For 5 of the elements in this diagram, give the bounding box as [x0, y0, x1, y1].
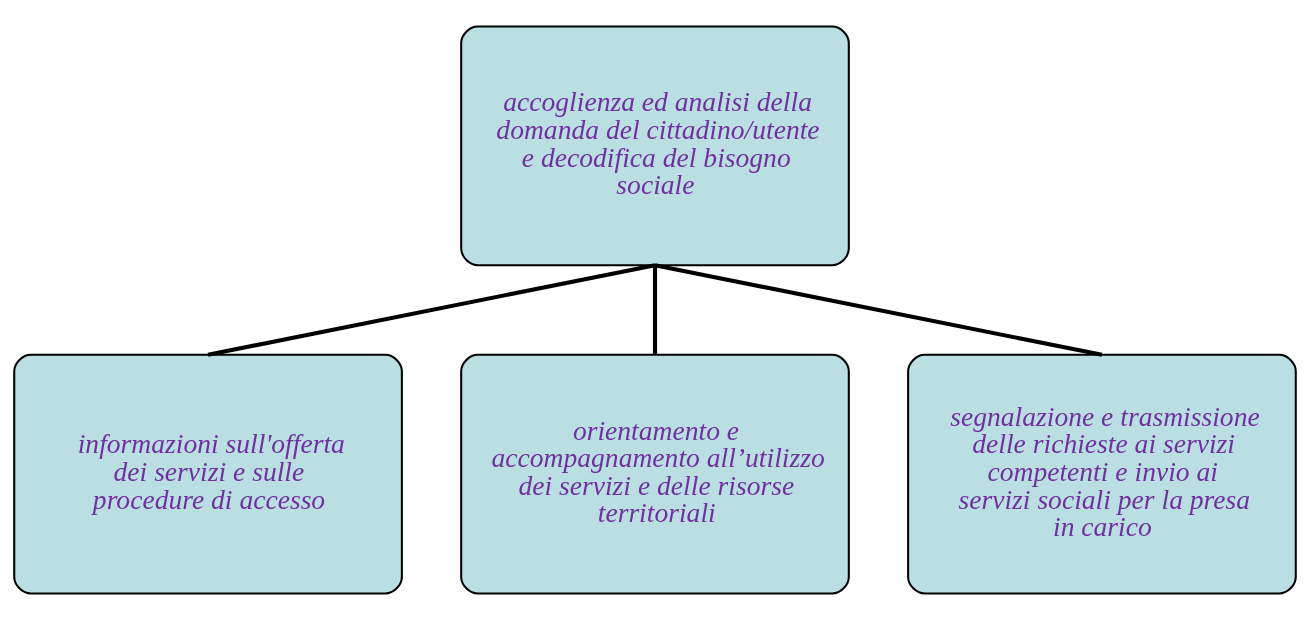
connector — [652, 264, 658, 355]
node-box: informazioni sull'offerta dei servizi e sulle procedure di accesso — [13, 353, 403, 594]
node-box: accoglienza ed analisi della domanda del cittadino/utente e decodifica del bisogno sociale — [460, 25, 850, 266]
node-box: orientamento e accompagnamento all’utilizzo dei servizi e delle risorse territoriali — [460, 353, 850, 594]
node-box: segnalazione e trasmissione delle richieste ai servizi competenti e invio ai servizi sociali per la presa in carico — [907, 353, 1297, 594]
